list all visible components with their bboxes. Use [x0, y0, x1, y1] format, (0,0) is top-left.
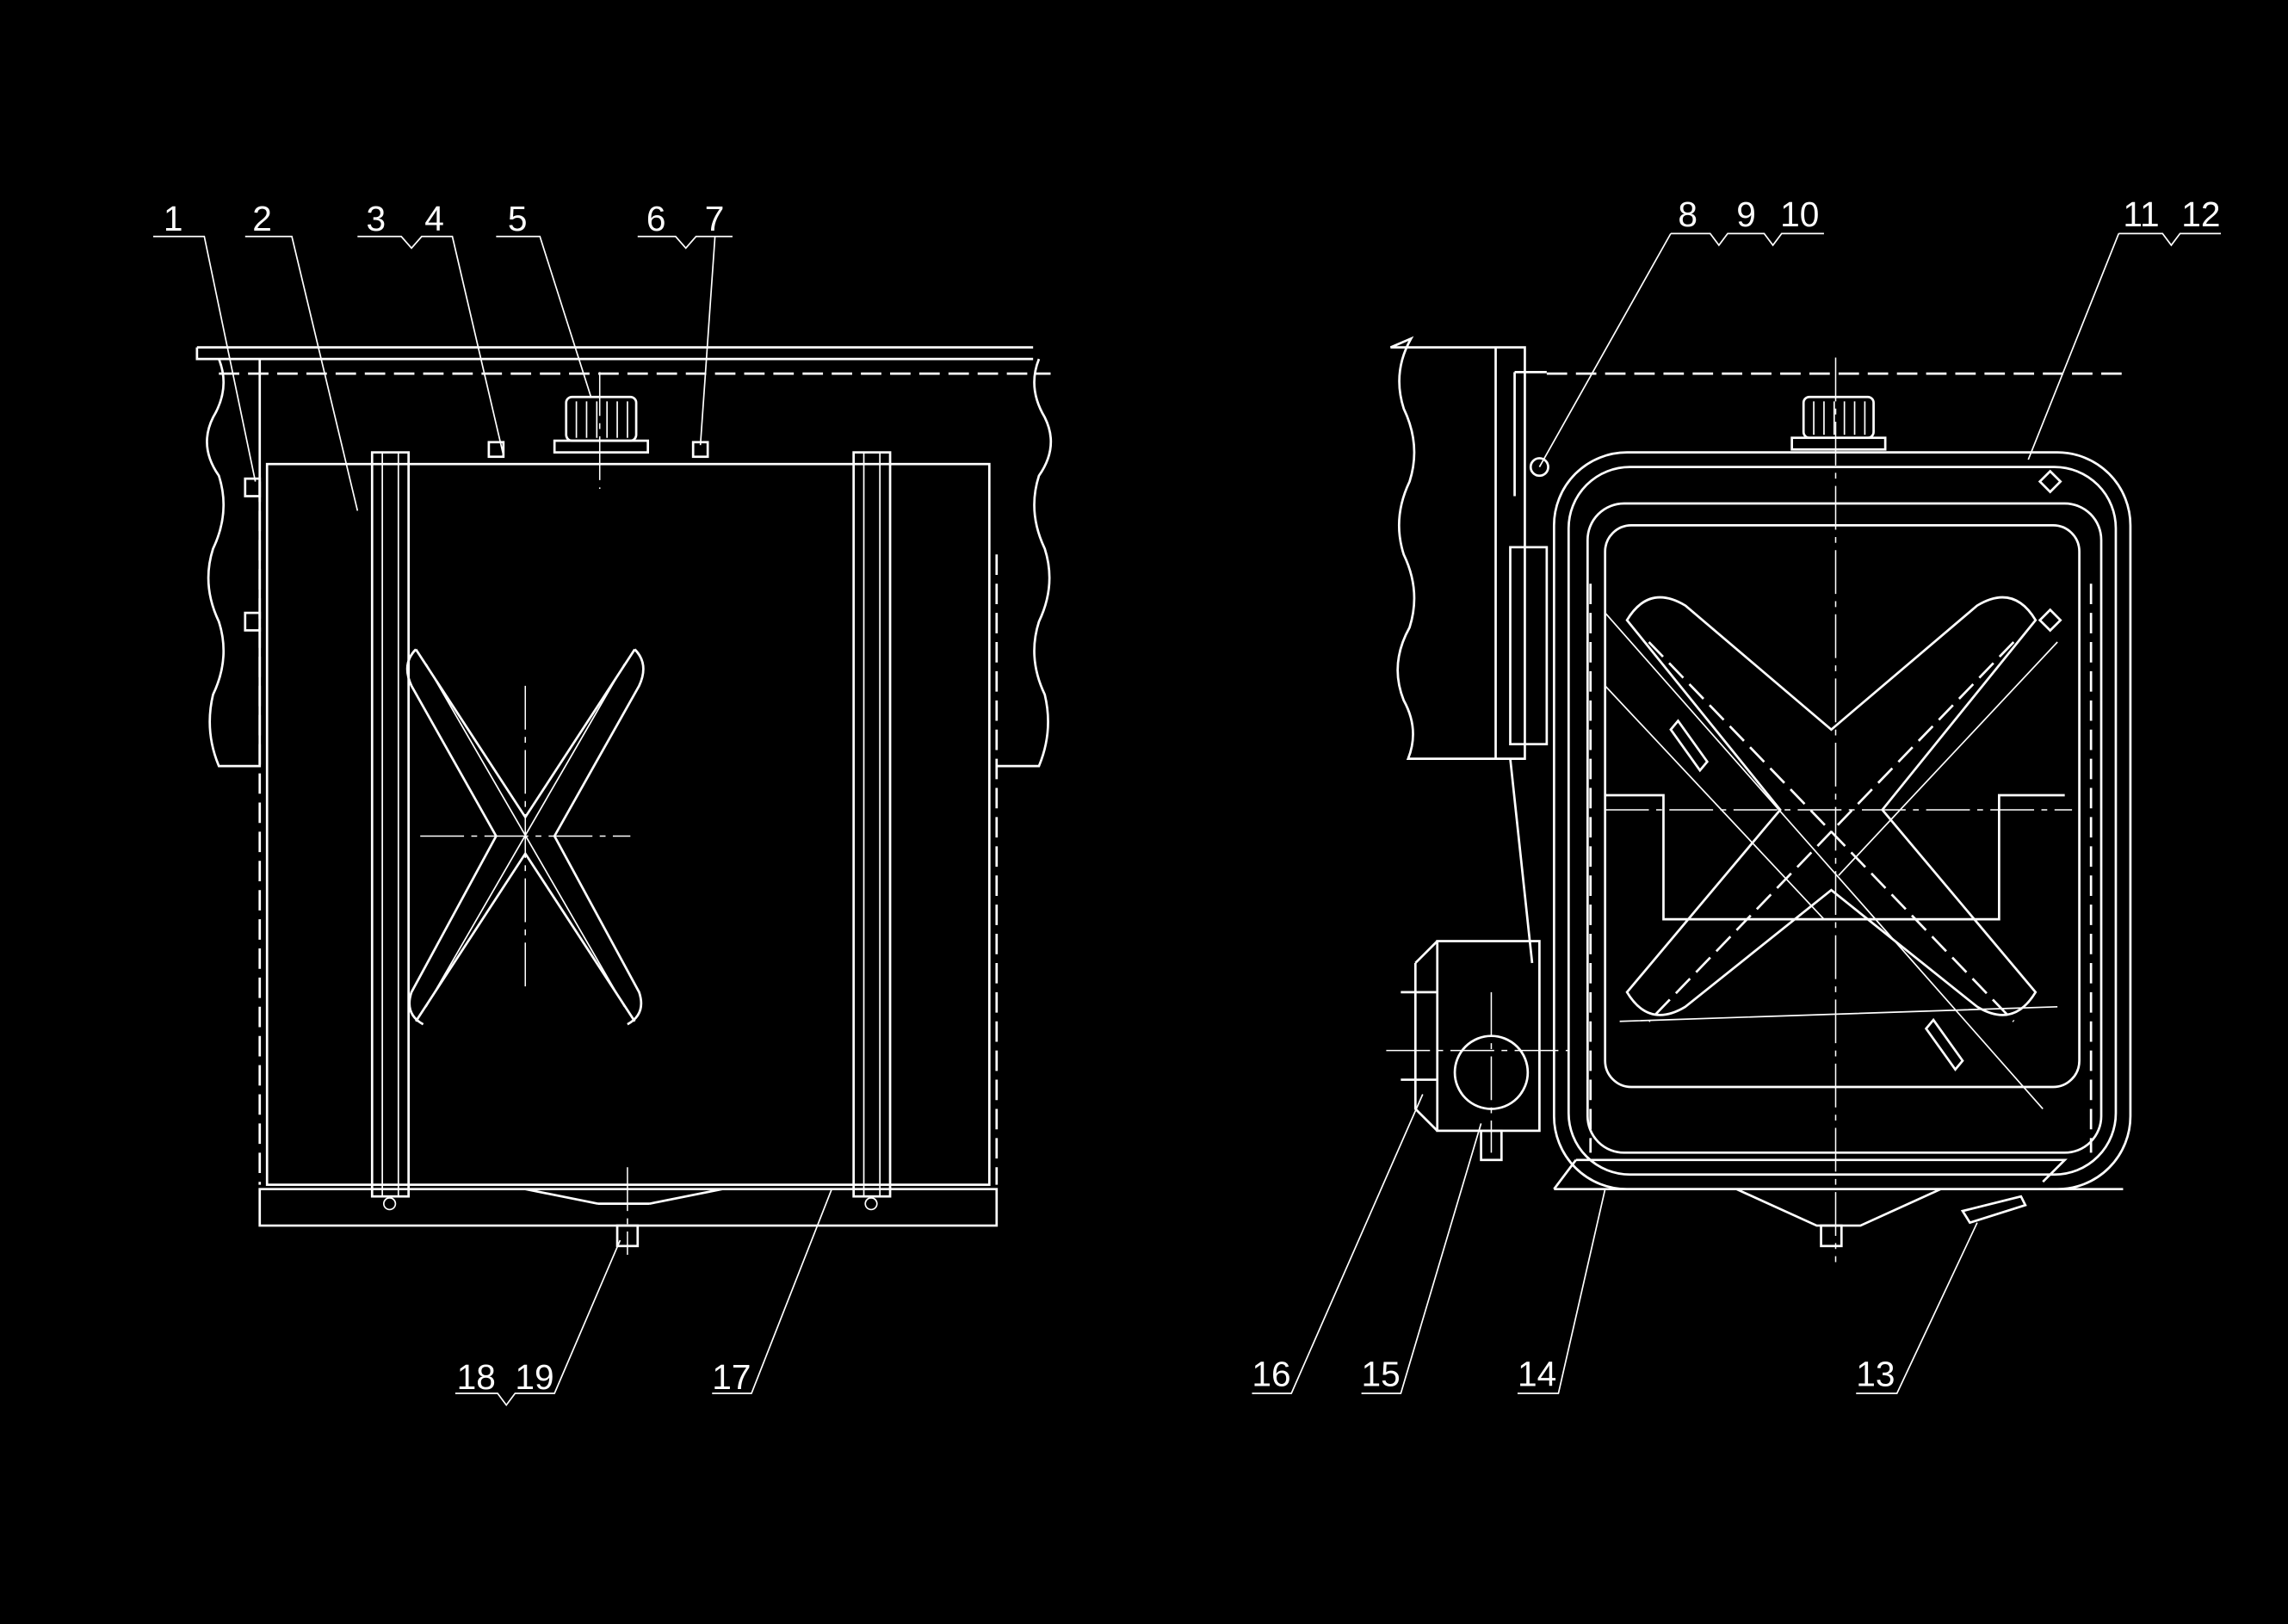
motor	[1790, 395, 1887, 451]
x-agitator	[405, 648, 645, 1026]
right-view	[1386, 336, 2132, 1263]
hinge	[1529, 457, 1549, 478]
left-view	[195, 346, 1053, 1255]
part-label-11: 11	[2123, 195, 2159, 234]
column-right	[852, 451, 892, 1198]
part-label-4: 4	[424, 199, 444, 238]
part-label-6: 6	[646, 199, 666, 238]
leader-lines	[152, 232, 2222, 1406]
housing-inner	[1586, 502, 2103, 1154]
hopper-body	[265, 462, 991, 1186]
part-label-5: 5	[508, 199, 528, 238]
part-label-16: 16	[1252, 1355, 1290, 1394]
part-label-1: 1	[164, 199, 183, 238]
column-left	[370, 451, 410, 1198]
part-label-17: 17	[712, 1357, 751, 1397]
part-label-19: 19	[515, 1357, 553, 1397]
part-label-12: 12	[2181, 195, 2220, 234]
part-labels: 1 2 3 4 5 6 7 8 9 10 11 12 13 14 15 16 1…	[164, 195, 2221, 1397]
wall-right	[996, 358, 1053, 768]
bottom-tray	[1553, 1158, 2124, 1227]
part-label-2: 2	[252, 199, 272, 238]
part-label-18: 18	[457, 1357, 496, 1397]
part-label-3: 3	[366, 199, 386, 238]
x-agitator	[1605, 596, 2065, 1110]
wall-section	[1389, 336, 1526, 760]
motor	[553, 395, 650, 454]
part-label-9: 9	[1736, 195, 1756, 234]
bottom-tray	[258, 1188, 999, 1227]
ceiling-beam	[195, 346, 1034, 361]
wall-left	[206, 358, 262, 768]
part-label-10: 10	[1780, 195, 1819, 234]
part-label-14: 14	[1518, 1355, 1556, 1394]
part-label-13: 13	[1856, 1355, 1895, 1394]
part-label-7: 7	[705, 199, 725, 238]
gearbox	[1386, 940, 1569, 1162]
part-label-8: 8	[1678, 195, 1697, 234]
part-label-15: 15	[1362, 1355, 1401, 1394]
